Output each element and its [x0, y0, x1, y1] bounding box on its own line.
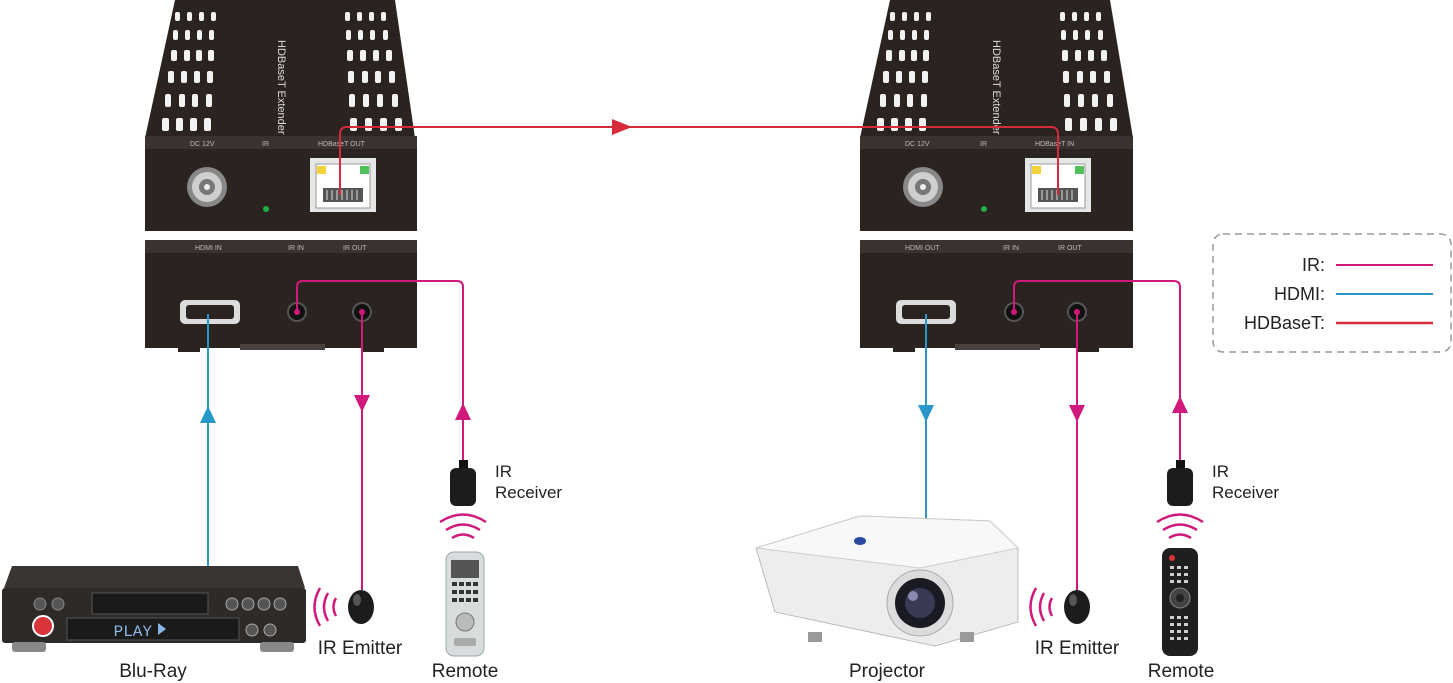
ir-arrow-emitter-right: [1069, 405, 1085, 422]
receiver-top-label-strip: [860, 136, 1133, 149]
ir-arrow-receiver-left: [455, 403, 471, 420]
transmitter-vents-left: [162, 12, 216, 131]
power-icon: [32, 615, 54, 637]
receiver-bottom-label-strip: [860, 240, 1133, 253]
receiver-port-hdbaset-in: HDBaseT IN: [1035, 141, 1074, 148]
hdbaset-link: [339, 126, 1059, 195]
transmitter-port-dc: DC 12V: [190, 141, 215, 148]
receiver-top-panel: [860, 149, 1133, 231]
projector-label: Projector: [849, 661, 926, 682]
receiver-hdmi-port: [896, 300, 956, 324]
bluray-label: Blu-Ray: [119, 661, 187, 682]
receiver-port-hdmi-out: HDMI OUT: [905, 245, 940, 252]
transmitter-dc-jack: [187, 167, 227, 207]
remote-left-label: Remote: [432, 661, 499, 682]
ir-emitter-left-label: IR Emitter: [318, 638, 403, 659]
transmitter-port-ir: IR: [262, 141, 269, 148]
receiver-brand: HDBaseT Extender: [990, 40, 1002, 135]
transmitter-brand: HDBaseT Extender: [275, 40, 287, 135]
transmitter-vents-right: [345, 12, 402, 131]
transmitter-port-ir-in: IR IN: [288, 245, 304, 252]
transmitter-power-led: [263, 206, 269, 212]
remote-left: [439, 513, 487, 657]
ir-lines-receiver: [1013, 280, 1181, 590]
ir-signal-icon: [1029, 587, 1054, 627]
projector: [755, 515, 1020, 647]
hdmi-arrow-up: [200, 406, 216, 423]
ir-signal-icon: [439, 513, 487, 540]
receiver-port-dc: DC 12V: [905, 141, 930, 148]
receiver-dc-jack: [903, 167, 943, 207]
transmitter-port-hdbaset-out: HDBaseT OUT: [318, 141, 366, 148]
ir-emitter-right: [1029, 587, 1090, 627]
transmitter-port-ir-out: IR OUT: [343, 245, 367, 252]
ir-lines-transmitter: [296, 280, 464, 590]
transmitter-top-label-strip: [145, 136, 417, 149]
receiver-power-led: [981, 206, 987, 212]
receiver-unit: HDBaseT Extender DC 12V IR HDBaseT IN HD…: [860, 0, 1133, 352]
remote-right: [1156, 513, 1204, 656]
ir-emitter-right-label: IR Emitter: [1035, 638, 1120, 659]
hdbaset-arrow: [612, 119, 632, 135]
receiver-port-ir: IR: [980, 141, 987, 148]
legend: IR: HDMI: HDBaseT:: [1212, 233, 1452, 353]
ir-receiver-left: [450, 460, 476, 506]
bluray-display: PLAY: [114, 623, 153, 641]
receiver-port-ir-out: IR OUT: [1058, 245, 1082, 252]
ir-arrow-receiver-right: [1172, 396, 1188, 413]
ir-arrow-emitter-left: [354, 395, 370, 412]
legend-hdmi-label: HDMI:: [1274, 284, 1325, 304]
transmitter-hdmi-port: [180, 300, 240, 324]
legend-hdbaset-label: HDBaseT:: [1244, 313, 1325, 333]
ir-signal-icon: [313, 587, 338, 627]
transmitter-top-panel: [145, 149, 417, 231]
legend-ir-label: IR:: [1302, 255, 1325, 275]
hdmi-arrow-down: [918, 405, 934, 422]
transmitter-unit: HDBaseT Extender DC 12V IR HDBaseT OUT H…: [145, 0, 417, 352]
remote-right-label: Remote: [1148, 661, 1215, 682]
legend-frame: [1212, 233, 1452, 353]
transmitter-rj45-port: [310, 158, 376, 212]
transmitter-bottom-label-strip: [145, 240, 417, 253]
play-icon: [158, 623, 166, 635]
receiver-vents-left: [877, 12, 931, 131]
ir-receiver-right: [1167, 460, 1193, 506]
transmitter-port-hdmi-in: HDMI IN: [195, 245, 222, 252]
receiver-vents-right: [1060, 12, 1117, 131]
ir-signal-icon: [1156, 513, 1204, 540]
ir-emitter-left: [313, 587, 374, 627]
bluray-player: PLAY: [2, 566, 306, 652]
receiver-port-ir-in: IR IN: [1003, 245, 1019, 252]
